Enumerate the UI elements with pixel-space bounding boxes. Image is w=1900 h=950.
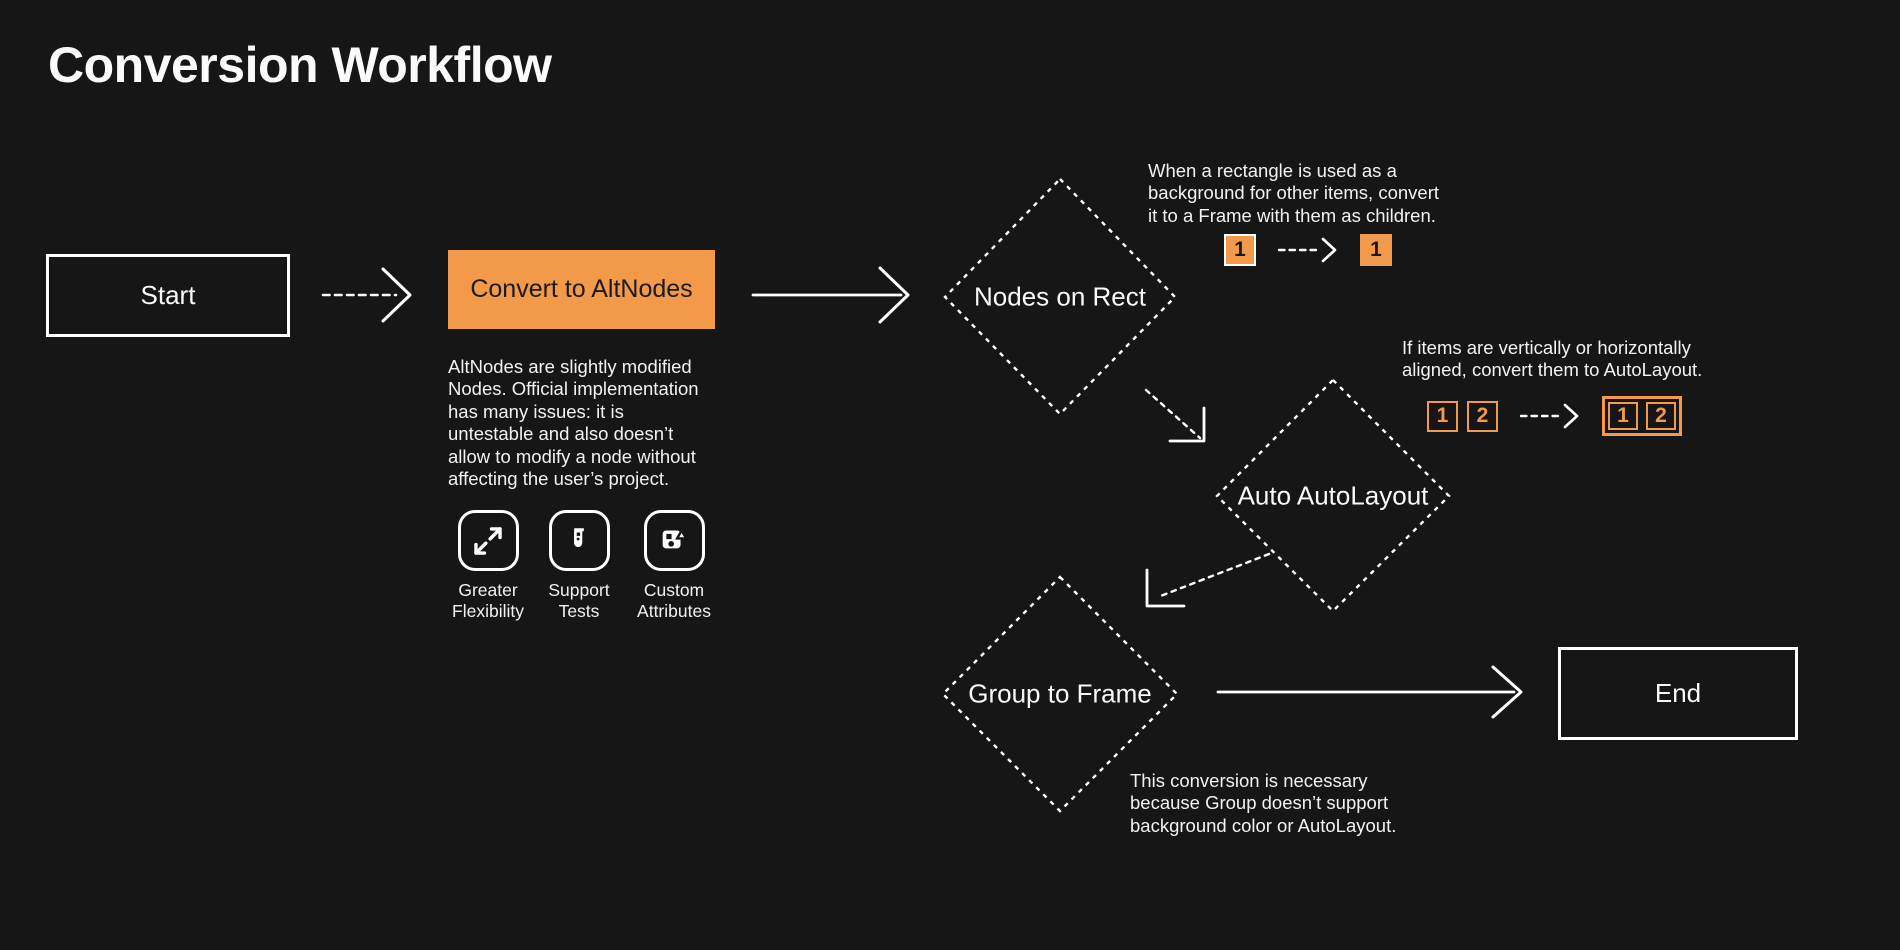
feature-icon-box: [548, 510, 610, 571]
numbered-square-before: 1: [1427, 400, 1458, 432]
example-rect-to-frame: 1 1: [1224, 234, 1392, 266]
group-to-frame-diamond: [941, 575, 1179, 813]
note-line: This conversion is necessary: [1130, 770, 1368, 791]
feature-icon-box: [457, 510, 519, 571]
chevron-arrowhead: [878, 266, 910, 324]
chevron-arrowhead: [381, 267, 412, 323]
node-start: Start: [46, 254, 290, 337]
before-items: 1 2: [1427, 400, 1498, 432]
end-label: End: [1654, 678, 1702, 708]
feature-label: Greater Flexibility: [452, 580, 524, 622]
description-line: Nodes. Official implementation: [448, 378, 699, 400]
nodes-on-rect-label: Nodes on Rect: [974, 281, 1146, 312]
arrow-start-to-convert: [321, 267, 412, 323]
feature-label-line: Greater: [458, 580, 518, 600]
description-line: untestable and also doesn’t: [448, 423, 674, 445]
feature-label-line: Custom: [643, 580, 705, 600]
feature-icon-box: [643, 510, 705, 571]
arrow-nodes-on-rect-to-auto-autolayout: [1144, 388, 1206, 443]
feature-label-line: Attributes: [637, 601, 711, 621]
feature-list: Greater Flexibility Support Tests: [440, 510, 722, 622]
numbered-square-after: 1: [1360, 234, 1392, 266]
description-line: affecting the user’s project.: [448, 468, 670, 490]
arrow-group-to-frame-to-end: [1216, 665, 1523, 719]
example-autolayout: 1 2 1 2: [1427, 396, 1682, 436]
shapes-icon: [662, 527, 689, 548]
numbered-square-before: 2: [1467, 400, 1498, 432]
numbered-square-after: 2: [1646, 402, 1676, 430]
corner-arrowhead: [1168, 406, 1206, 443]
feature-label-line: Flexibility: [452, 601, 524, 621]
convert-description: AltNodes are slightly modified Nodes. Of…: [448, 356, 699, 490]
dashed-line: [1156, 552, 1271, 599]
note-line: aligned, convert them to AutoLayout.: [1402, 359, 1703, 381]
autolayout-group-frame: 1 2: [1602, 396, 1682, 436]
convert-label: Convert to AltNodes: [470, 275, 693, 303]
note-group-to-frame: This conversion is necessary because Gro…: [1130, 770, 1396, 837]
note-line: background for other items, convert: [1148, 182, 1440, 204]
numbered-square-before: 1: [1224, 234, 1256, 266]
feature-label: Support Tests: [548, 580, 609, 622]
note-line: background color or AutoLayout.: [1130, 814, 1397, 836]
note-line: When a rectangle is used as a: [1148, 160, 1397, 181]
start-label: Start: [140, 280, 196, 310]
expand-arrows-icon: [474, 526, 502, 555]
arrow-auto-autolayout-to-group-to-frame: [1145, 552, 1271, 608]
auto-autolayout-label: Auto AutoLayout: [1237, 480, 1429, 511]
note-auto-autolayout: If items are vertically or horizontally …: [1402, 337, 1702, 382]
numbered-square-after: 1: [1608, 402, 1638, 430]
feature-label: Custom Attributes: [637, 580, 711, 622]
test-tube-icon: [574, 527, 584, 547]
arrow-convert-to-nodes-on-rect: [751, 266, 910, 324]
feature-support-tests: Support Tests: [531, 510, 627, 622]
feature-greater-flexibility: Greater Flexibility: [440, 510, 536, 622]
feature-custom-attributes: Custom Attributes: [626, 510, 722, 622]
dashed-arrow-icon: [1519, 403, 1579, 429]
chevron-arrowhead: [1491, 665, 1523, 719]
description-line: has many issues: it is: [448, 400, 624, 422]
note-line: because Group doesn’t support: [1130, 792, 1389, 814]
note-nodes-on-rect: When a rectangle is used as a background…: [1148, 160, 1439, 227]
page-title: Conversion Workflow: [48, 37, 552, 93]
note-line: it to a Frame with them as children.: [1148, 204, 1436, 226]
node-end: End: [1558, 647, 1798, 740]
corner-arrowhead: [1145, 568, 1186, 608]
feature-label-line: Support: [548, 580, 610, 600]
dashed-arrow-icon: [1277, 237, 1337, 263]
node-convert-to-altnodes: Convert to AltNodes: [448, 250, 715, 329]
feature-label-line: Tests: [558, 601, 600, 621]
dashed-line: [1144, 388, 1202, 440]
description-line: AltNodes are slightly modified: [448, 356, 692, 377]
note-line: If items are vertically or horizontally: [1402, 337, 1691, 358]
group-to-frame-label: Group to Frame: [968, 678, 1152, 709]
description-line: allow to modify a node without: [448, 445, 696, 467]
